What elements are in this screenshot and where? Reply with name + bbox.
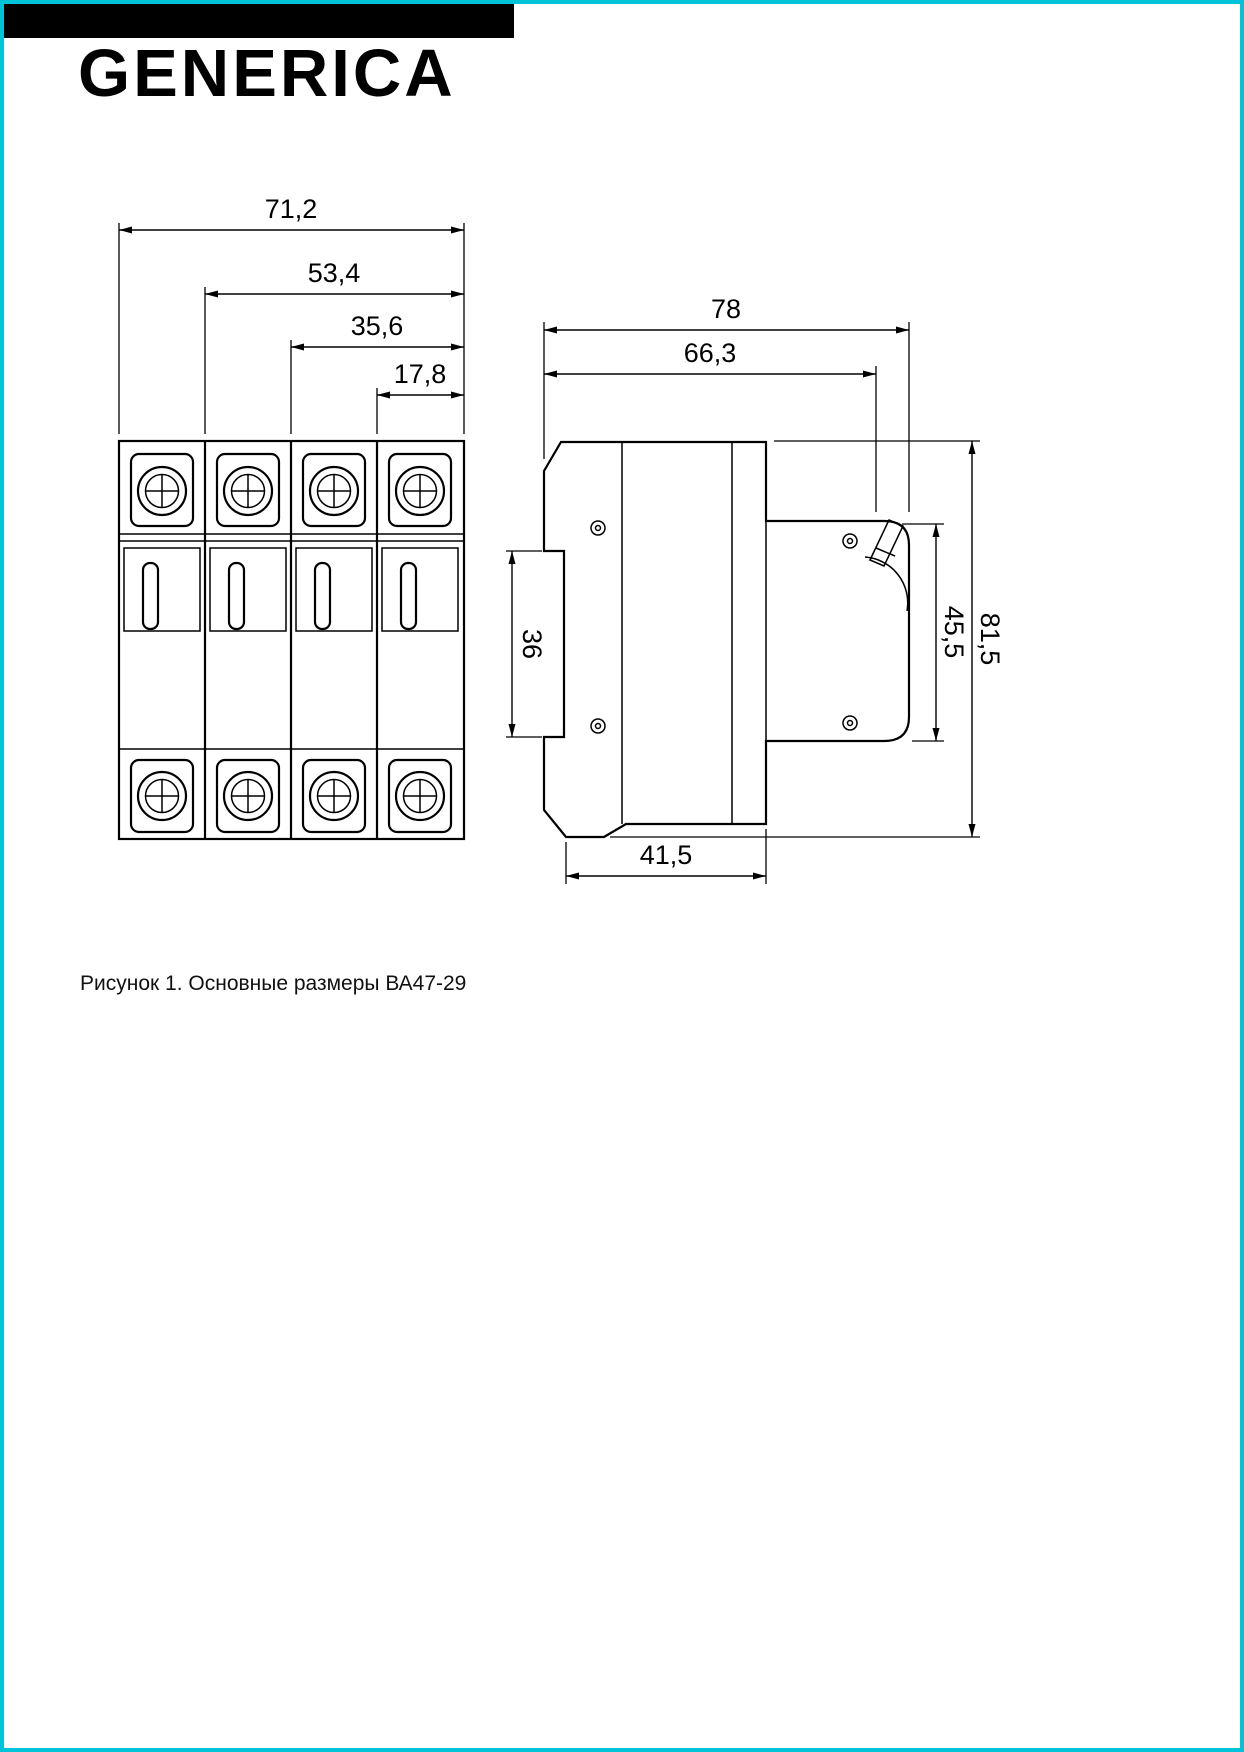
- pole-module: [209, 452, 287, 834]
- figure-caption: Рисунок 1. Основные размеры ВА47-29: [80, 972, 467, 995]
- brand-bar: [4, 4, 514, 38]
- pole-module: [381, 452, 459, 834]
- dim-label-78: 78: [711, 294, 741, 324]
- toggle-lever: [141, 561, 160, 631]
- front-view-dimensions: 71,2 53,4 35,6 17,8: [118, 194, 465, 434]
- dim-label-81-5: 81,5: [975, 613, 1005, 666]
- screw-terminal-icon: [308, 770, 360, 822]
- dim-label-41-5: 41,5: [640, 840, 693, 870]
- rivet-icon: [842, 715, 858, 731]
- dim-label-45-5: 45,5: [939, 606, 969, 659]
- screw-terminal-icon: [222, 465, 274, 517]
- rivet-icon: [590, 520, 606, 536]
- side-view: 78 66,3 36 45,5 81,5: [506, 294, 1005, 884]
- side-body-outline: [542, 440, 911, 839]
- screw-terminal-icon: [394, 770, 446, 822]
- toggle-lever: [227, 561, 246, 631]
- dim-label-35-6: 35,6: [351, 311, 404, 341]
- dimension-drawing: 71,2 53,4 35,6 17,8: [117, 194, 1005, 884]
- rivet-icon: [842, 533, 858, 549]
- front-view: 71,2 53,4 35,6 17,8: [117, 194, 466, 841]
- screw-terminal-icon: [222, 770, 274, 822]
- pole-module: [123, 452, 201, 834]
- toggle-lever: [399, 561, 418, 631]
- screw-terminal-icon: [136, 465, 188, 517]
- dim-label-66-3: 66,3: [684, 338, 737, 368]
- dim-label-17-8: 17,8: [394, 359, 447, 389]
- side-toggle-lever: [864, 519, 909, 612]
- dim-label-53-4: 53,4: [308, 258, 361, 288]
- brand-logo: GENERICA: [78, 36, 456, 111]
- pole-module: [295, 452, 373, 834]
- dim-label-71-2: 71,2: [265, 194, 318, 224]
- screw-terminal-icon: [308, 465, 360, 517]
- screw-terminal-icon: [136, 770, 188, 822]
- screw-terminal-icon: [394, 465, 446, 517]
- toggle-lever: [313, 561, 332, 631]
- dim-label-36: 36: [517, 629, 547, 659]
- rivet-icon: [590, 718, 606, 734]
- side-view-dimensions: 78 66,3 36 45,5 81,5: [506, 294, 1005, 884]
